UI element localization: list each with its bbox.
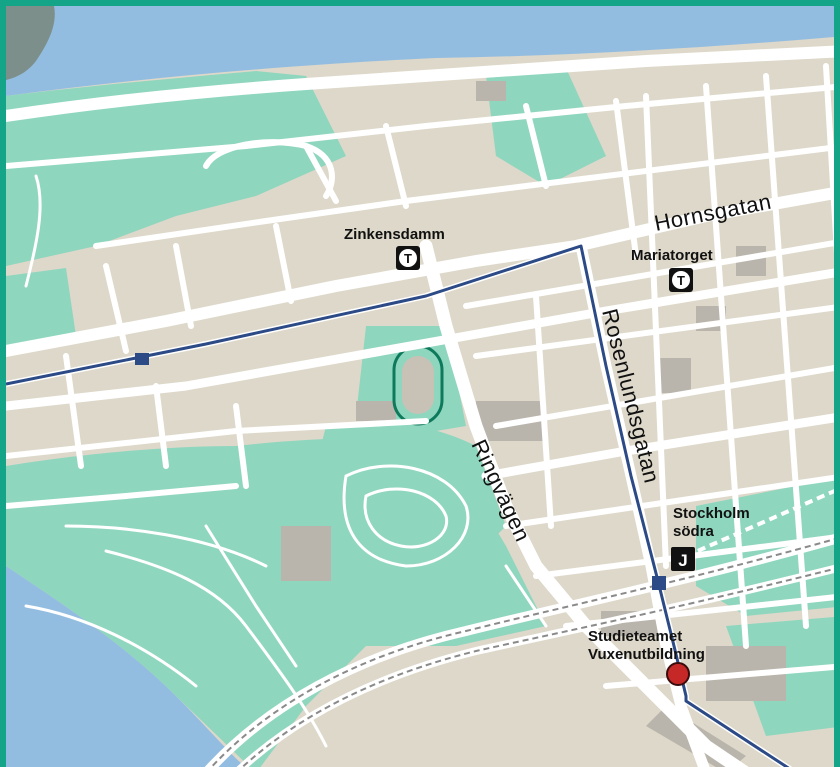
rail-east-dashed <box>685 489 834 558</box>
station-label-stockholm-sodra-line2: södra <box>673 523 715 540</box>
map-canvas[interactable]: T T J Hornsgatan Ringvägen Rosenlundsgat… <box>6 6 840 767</box>
building <box>281 526 331 581</box>
destination-label-line1: Studieteamet <box>588 628 682 645</box>
island-rock <box>6 6 55 80</box>
railway <box>204 489 834 767</box>
road-waterfront <box>6 45 834 122</box>
station-label-stockholm-sodra-line1: Stockholm <box>673 505 750 522</box>
station-label-mariatorget: Mariatorget <box>631 247 713 264</box>
building <box>476 81 506 101</box>
route-layer <box>6 243 793 767</box>
building-layer <box>281 81 786 767</box>
road-hornsgatan <box>6 187 834 357</box>
destination-marker-icon[interactable] <box>666 662 690 686</box>
park-northeast <box>486 68 606 186</box>
bus-stop-icon[interactable] <box>652 576 666 590</box>
station-label-zinkensdamm: Zinkensdamm <box>344 226 445 243</box>
rail-track-branch <box>236 564 834 767</box>
building <box>356 401 396 421</box>
destination-label-line2: Vuxenutbildning <box>588 646 705 663</box>
bus-stop-icon[interactable] <box>135 353 149 365</box>
park-paths <box>24 174 548 748</box>
water-north <box>6 6 834 96</box>
metro-icon-symbol: T <box>677 273 685 288</box>
metro-icon-symbol: T <box>404 251 412 266</box>
commuter-rail-icon[interactable]: J <box>671 547 695 571</box>
metro-icon[interactable]: T <box>669 268 693 292</box>
metro-icon[interactable]: T <box>396 246 420 270</box>
running-track <box>392 344 444 426</box>
park-northwest <box>6 71 346 266</box>
park-west-strip <box>6 268 76 346</box>
building <box>656 358 691 393</box>
commuter-rail-icon-symbol: J <box>678 551 687 570</box>
